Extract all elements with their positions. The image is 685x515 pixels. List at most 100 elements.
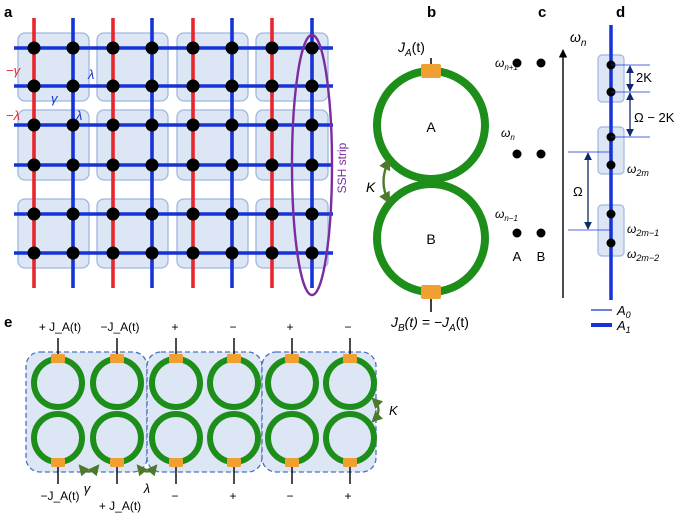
ssh-strip-label: SSH strip xyxy=(335,142,349,193)
top-label-4: − xyxy=(229,320,236,334)
site-4-2 xyxy=(66,158,80,172)
site-3-5 xyxy=(186,118,200,132)
site-6-7 xyxy=(265,246,279,260)
ring-a-label: A xyxy=(426,119,436,135)
ja-main: J xyxy=(397,39,406,55)
modulator-bottom-2 xyxy=(110,458,124,467)
bottom-drive-labels: −J_A(t) + J_A(t) − + − + xyxy=(40,489,351,513)
panel-a-label: a xyxy=(4,4,13,21)
site-6-6 xyxy=(225,246,239,260)
w2m1-main: ω xyxy=(627,222,636,236)
site-1-8 xyxy=(305,41,319,55)
site-6-2 xyxy=(66,246,80,260)
top-drive-labels: + J_A(t) −J_A(t) + − + − xyxy=(39,320,352,334)
site-4-5 xyxy=(186,158,200,172)
minus-gamma-label: −γ xyxy=(6,63,22,78)
column-a-label: A xyxy=(513,249,522,264)
modulator-top-5 xyxy=(285,354,299,363)
gap-omega-label: Ω xyxy=(573,184,583,199)
w2m2-sub: 2m−2 xyxy=(635,253,659,263)
level-top-main: ω xyxy=(495,56,504,70)
coupling-k-label: K xyxy=(366,179,376,195)
mode-dot-a-1 xyxy=(512,58,522,68)
modulator-b xyxy=(421,285,441,299)
top-label-1: + J_A(t) xyxy=(39,320,81,334)
site-2-4 xyxy=(145,79,159,93)
unit-cell-1-2 xyxy=(96,32,169,102)
k-coupling-arrow xyxy=(371,397,384,423)
axis-main: ω xyxy=(570,29,581,45)
ja-arg: (t) xyxy=(412,39,425,55)
jb-sub2: A xyxy=(448,323,456,334)
modulator-top-2 xyxy=(110,354,124,363)
site-5-7 xyxy=(265,207,279,221)
site-5-8 xyxy=(305,207,319,221)
site-3-2 xyxy=(66,118,80,132)
site-5-5 xyxy=(186,207,200,221)
minus-lambda-label: −λ xyxy=(6,108,20,123)
mode-dot-a-3 xyxy=(512,228,522,238)
lambda-coupling-label: λ xyxy=(143,481,150,496)
bottom-label-2: + J_A(t) xyxy=(99,499,141,513)
eigenmode-dot-5 xyxy=(606,209,616,219)
gamma-coupling-arrow xyxy=(78,464,100,477)
modulator-a xyxy=(421,64,441,78)
site-3-3 xyxy=(106,118,120,132)
unit-cell-3-1 xyxy=(17,198,90,269)
jb-mid: (t) = −J xyxy=(405,314,450,330)
ring-array xyxy=(31,338,377,484)
modulator-bottom-5 xyxy=(285,458,299,467)
modulator-bottom-4 xyxy=(227,458,241,467)
lambda-coupling-arrow xyxy=(136,464,158,477)
jb-main: J xyxy=(390,314,399,330)
panel-b: b JA(t) A B K JB(t) = −JA(t) xyxy=(366,4,489,334)
axis-sub: n xyxy=(581,38,587,49)
panel-c-label: c xyxy=(538,4,546,21)
coupling-k-arrow xyxy=(379,157,391,205)
legend-a0-label: A0 xyxy=(616,303,631,320)
mode-dot-a-2 xyxy=(512,149,522,159)
modulator-top-1 xyxy=(51,354,65,363)
ring-b-label: B xyxy=(426,231,435,247)
site-1-3 xyxy=(106,41,120,55)
ja-label: JA(t) xyxy=(397,39,425,59)
site-4-4 xyxy=(145,158,159,172)
panel-e-label: e xyxy=(4,314,12,331)
site-6-4 xyxy=(145,246,159,260)
legend-a1-main: A xyxy=(616,318,626,333)
top-label-3: + xyxy=(171,320,178,334)
unit-cell-3-3 xyxy=(176,198,249,269)
site-2-7 xyxy=(265,79,279,93)
legend-a0-sub: 0 xyxy=(626,310,631,320)
axis-label: ωn xyxy=(570,29,587,49)
bottom-label-1: −J_A(t) xyxy=(40,489,79,503)
site-3-7 xyxy=(265,118,279,132)
mode-dot-b-1 xyxy=(536,58,546,68)
w2m2-main: ω xyxy=(627,247,636,261)
site-6-5 xyxy=(186,246,200,260)
site-1-7 xyxy=(265,41,279,55)
gamma-coupling-label: γ xyxy=(84,481,92,496)
jb-label: JB(t) = −JA(t) xyxy=(390,314,469,334)
panel-d: d 2K Ω − 2K Ω ω2m ω2m−1 ω2m−2 A0 A1 xyxy=(568,4,675,335)
site-4-8 xyxy=(305,158,319,172)
jb-sub: B xyxy=(398,323,405,334)
site-3-4 xyxy=(145,118,159,132)
w2m-label: ω2m xyxy=(627,162,649,178)
unit-cell-3-2 xyxy=(96,198,169,269)
modulator-top-4 xyxy=(227,354,241,363)
site-6-8 xyxy=(305,246,319,260)
bottom-label-6: + xyxy=(344,489,351,503)
modulator-bottom-3 xyxy=(169,458,183,467)
site-4-7 xyxy=(265,158,279,172)
modulator-top-6 xyxy=(343,354,357,363)
site-1-2 xyxy=(66,41,80,55)
eigenmode-dot-6 xyxy=(606,238,616,248)
w2m-sub: 2m xyxy=(635,168,649,178)
site-2-8 xyxy=(305,79,319,93)
site-1-6 xyxy=(225,41,239,55)
unit-cell-2-3 xyxy=(176,109,249,181)
site-5-3 xyxy=(106,207,120,221)
site-5-4 xyxy=(145,207,159,221)
level-mid-main: ω xyxy=(501,126,510,140)
